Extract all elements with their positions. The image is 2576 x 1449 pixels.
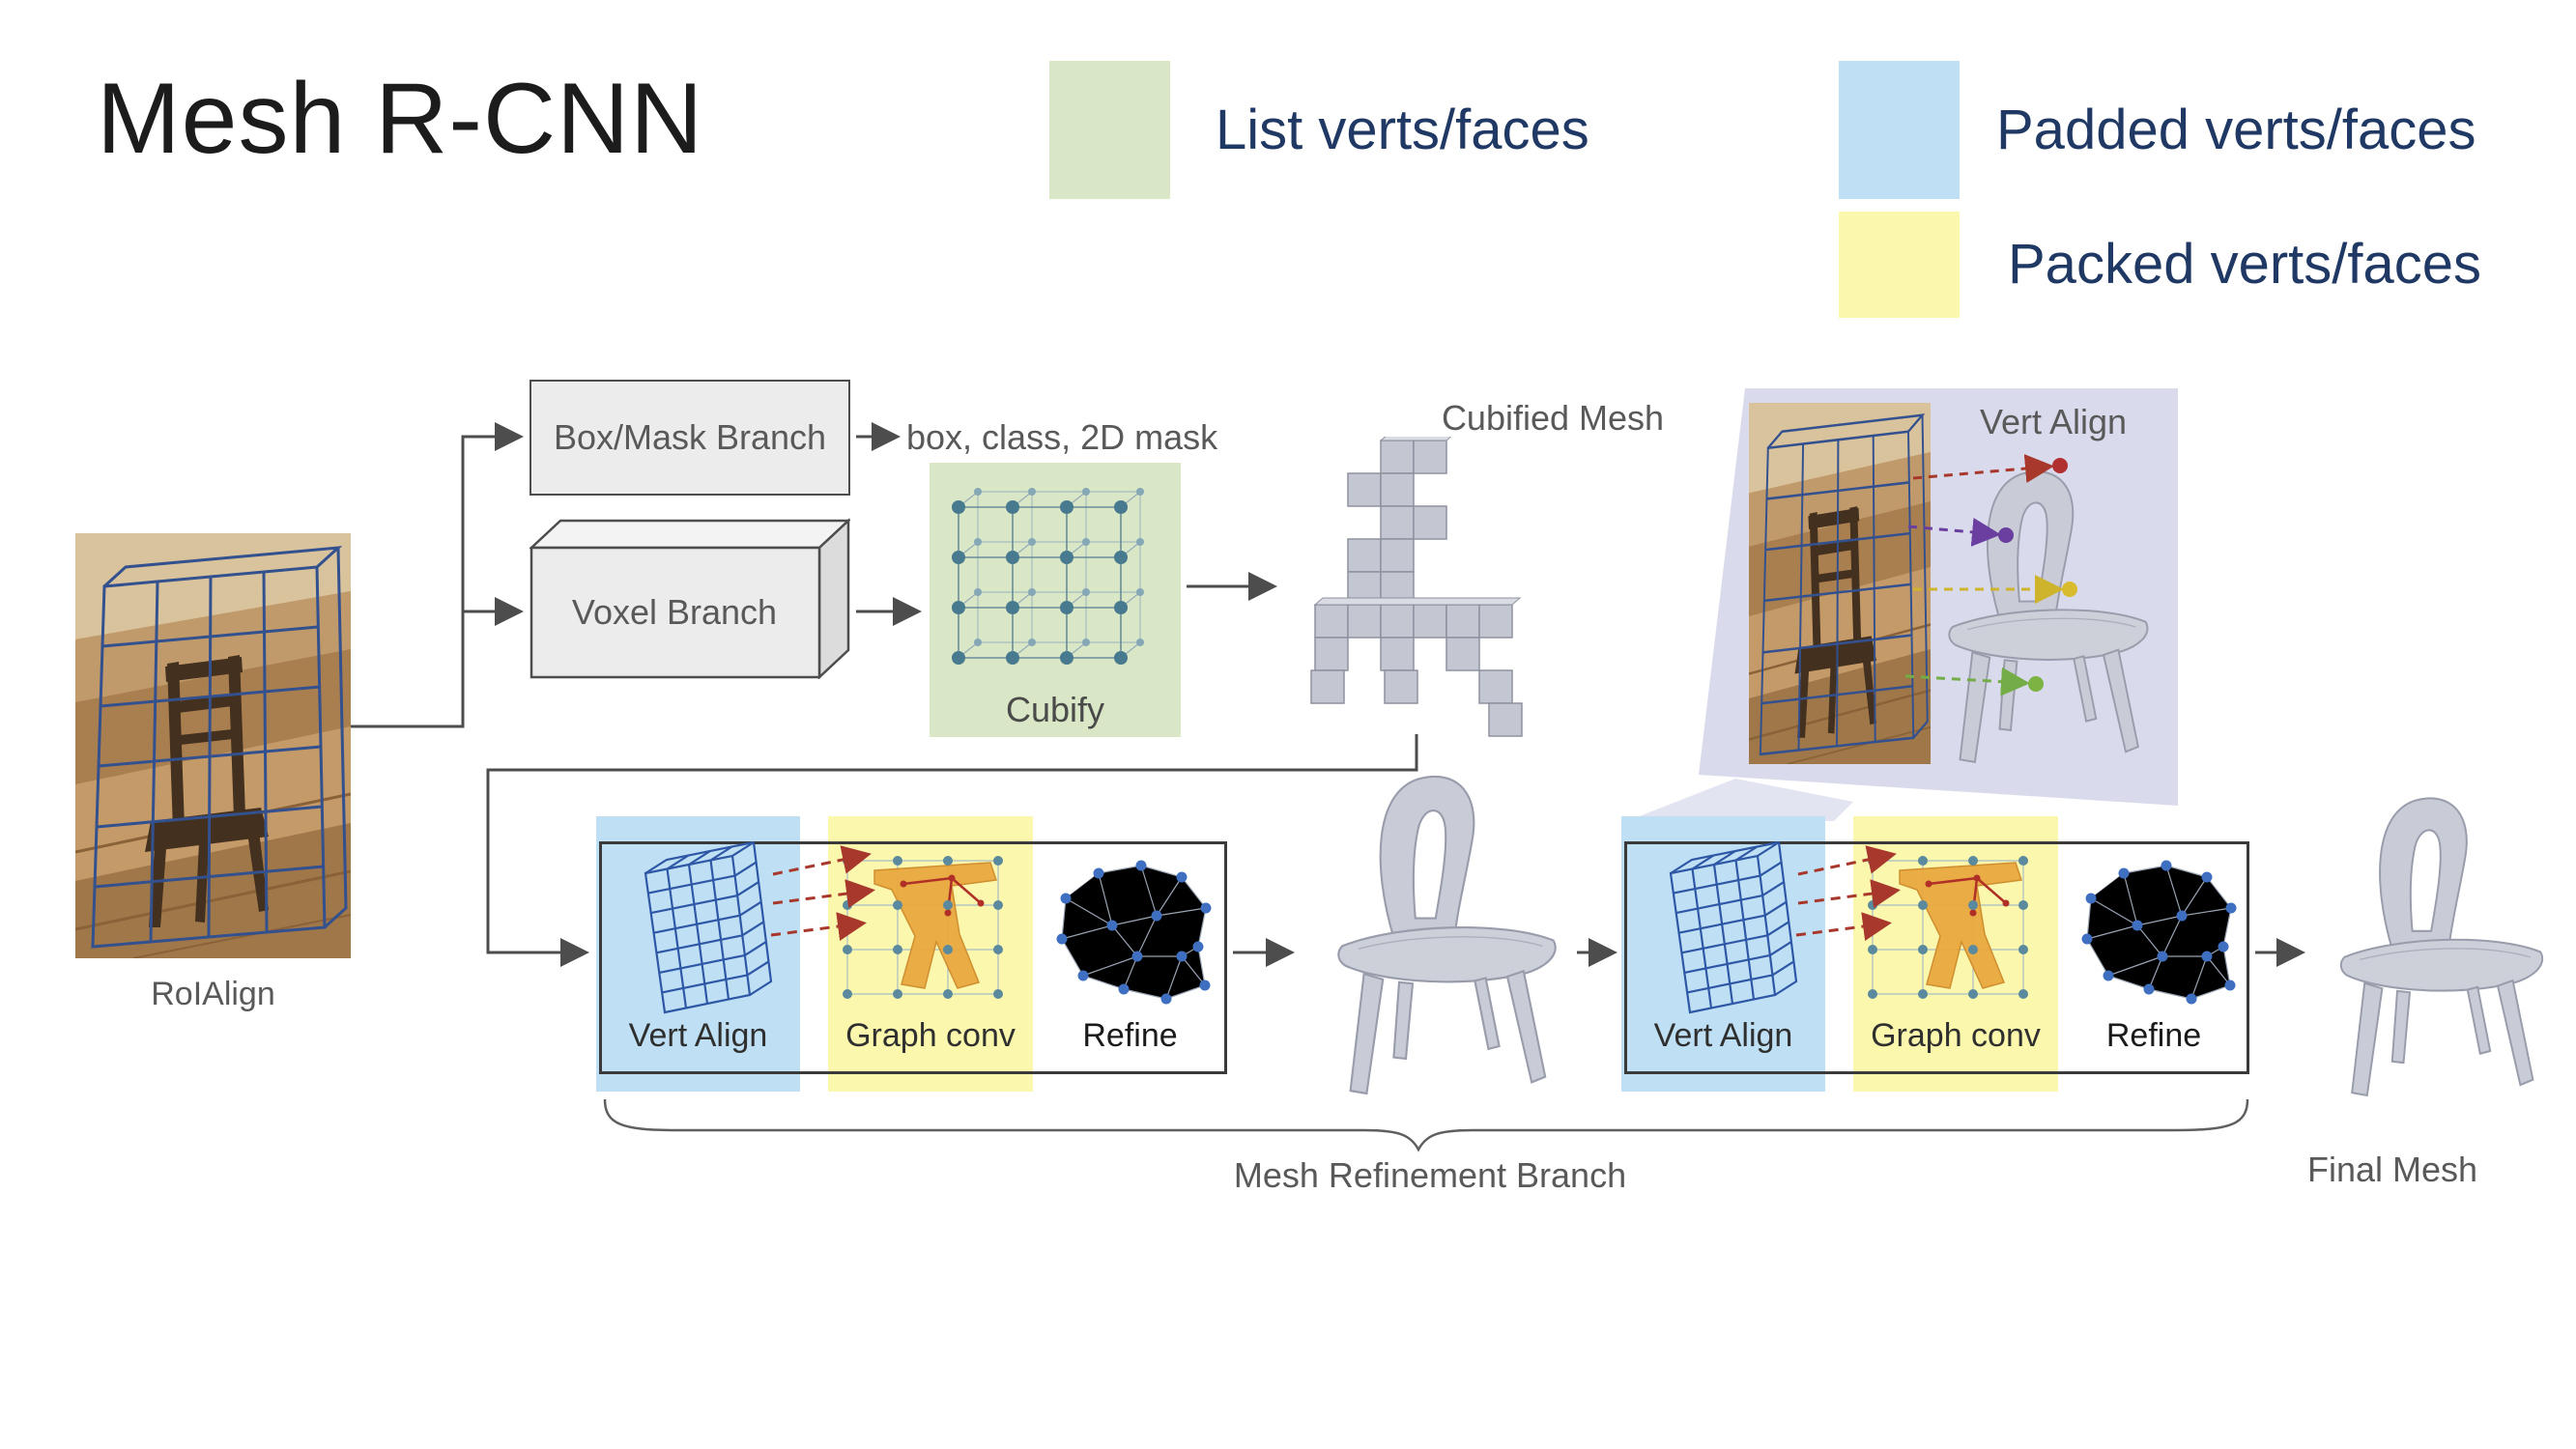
- stage2-vert-align-label: Vert Align: [1653, 1017, 1793, 1054]
- box-outputs-label: box, class, 2D mask: [906, 417, 1218, 457]
- panel-projection-wedge: [1637, 779, 1853, 821]
- vert-align-panel-label: Vert Align: [1979, 402, 2128, 441]
- legend-label-padded: Padded verts/faces: [1996, 99, 2476, 161]
- arrow-input-to-boxmask: [351, 422, 524, 728]
- cubify-label: Cubify: [1005, 690, 1105, 729]
- voxel-branch-node: [530, 518, 850, 679]
- cubify-box: [930, 463, 1181, 737]
- box-mask-branch-node: Box/Mask Branch: [530, 380, 850, 496]
- roialign-label: RoIAlign: [151, 976, 275, 1012]
- stage1-vert-align-label: Vert Align: [628, 1017, 768, 1054]
- stage1-refine-graph-icon: [1056, 860, 1212, 1005]
- stage1-vert-grid-icon: [644, 840, 773, 1014]
- box-mask-branch-label: Box/Mask Branch: [553, 417, 827, 457]
- vert-align-arrows: [1904, 454, 2064, 696]
- legend-swatch-padded: [1839, 61, 1960, 199]
- vert-align-sample-dots: [1998, 458, 2077, 692]
- page-title: Mesh R-CNN: [97, 63, 704, 175]
- final-mesh-image: [2339, 797, 2544, 1096]
- cubified-mesh-label: Cubified Mesh: [1441, 398, 1665, 438]
- mesh-refinement-branch-label: Mesh Refinement Branch: [1233, 1155, 1627, 1195]
- intermediate-mesh-image: [1337, 775, 1557, 1095]
- legend-swatch-list: [1049, 61, 1170, 199]
- legend-label-packed: Packed verts/faces: [2008, 233, 2481, 296]
- panel-roi-photo: [1749, 403, 1932, 765]
- stage2-graph-conv-icon: [1868, 856, 2028, 999]
- stage2-refine-graph-icon: [2081, 860, 2237, 1005]
- vert-align-panel: [1637, 388, 2178, 821]
- stage1-graph-conv-icon: [843, 856, 1003, 999]
- voxel-branch-label: Voxel Branch: [571, 592, 778, 632]
- voxel-grid-icon: [952, 488, 1144, 665]
- stage2-box: [1624, 841, 2249, 1074]
- legend-swatch-packed: [1839, 212, 1960, 318]
- stage2-refine-label: Refine: [2105, 1017, 2202, 1054]
- stage1-refine-label: Refine: [1082, 1017, 1178, 1054]
- legend-label-list: List verts/faces: [1216, 99, 1589, 161]
- stage1-graph-conv-label: Graph conv: [845, 1017, 1016, 1054]
- stage2-graph-conv-label: Graph conv: [1871, 1017, 2041, 1054]
- stage2-vert-grid-icon: [1669, 840, 1798, 1014]
- final-mesh-label: Final Mesh: [2306, 1150, 2478, 1189]
- cubified-mesh-image: [1310, 437, 1523, 737]
- roialign-photo: [75, 533, 351, 958]
